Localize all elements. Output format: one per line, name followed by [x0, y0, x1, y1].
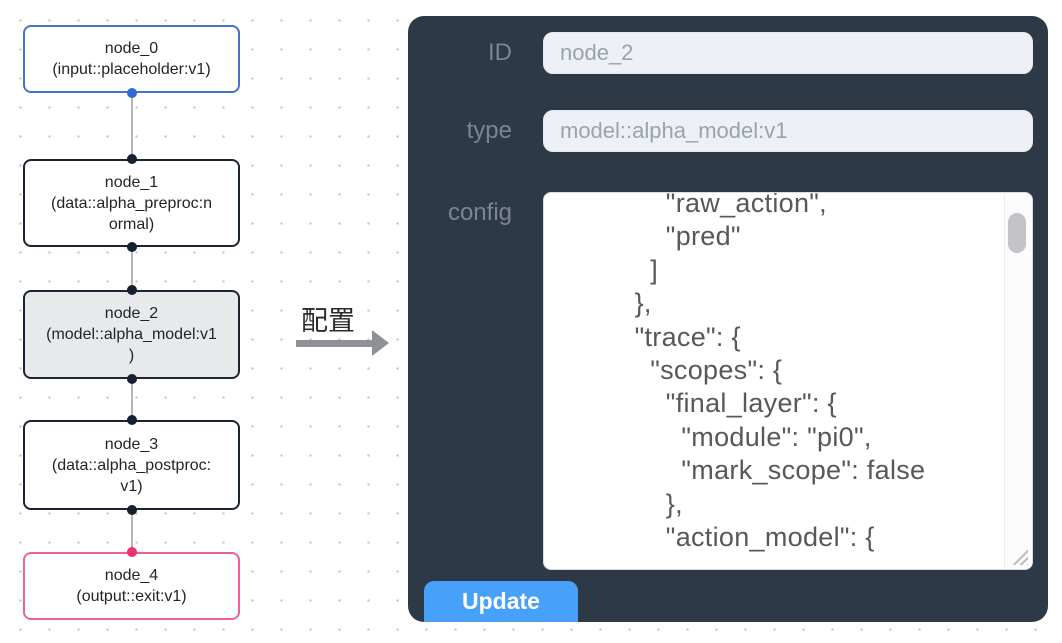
- node-title: node_4: [104, 567, 159, 584]
- edge-node1-node2: [130, 247, 133, 290]
- handle-node2-top[interactable]: [126, 285, 137, 295]
- transition-label: 配置: [301, 306, 355, 336]
- handle-node1-bottom[interactable]: [126, 242, 137, 252]
- node-type: (model::alpha_model:v1: [46, 326, 217, 343]
- config-field-label: config: [447, 199, 512, 226]
- type-input[interactable]: [543, 110, 1033, 152]
- edge-node3-node4: [130, 510, 133, 552]
- id-input[interactable]: [543, 32, 1033, 74]
- handle-node0-bottom[interactable]: [126, 88, 137, 98]
- node-type: (data::alpha_preproc:n: [51, 194, 212, 212]
- type-field-label: type: [466, 117, 512, 144]
- node-config-panel: ID type config "raw_action", "pred" ] },…: [408, 16, 1048, 622]
- id-field-label: ID: [488, 39, 512, 66]
- node-node_3[interactable]: node_3 (data::alpha_postproc: v1): [23, 420, 240, 510]
- config-textarea[interactable]: "raw_action", "pred" ] }, "trace": { "sc…: [543, 192, 1033, 570]
- edge-node0-node1: [130, 93, 133, 159]
- node-node_1[interactable]: node_1 (data::alpha_preproc:n ormal): [23, 159, 240, 247]
- node-title: node_3: [104, 435, 159, 453]
- handle-node3-top[interactable]: [126, 415, 137, 425]
- edge-node2-node3: [130, 379, 133, 420]
- node-type: (output::exit:v1): [76, 588, 187, 605]
- node-type: (data::alpha_postproc:: [51, 456, 212, 474]
- node-node_0[interactable]: node_0 (input::placeholder:v1): [23, 25, 240, 93]
- node-type: v1): [120, 477, 143, 495]
- node-title: node_1: [104, 173, 159, 191]
- update-button[interactable]: Update: [424, 581, 578, 622]
- node-node_2-selected[interactable]: node_2 (model::alpha_model:v1 ): [23, 290, 240, 379]
- config-scrollbar-thumb[interactable]: [1008, 213, 1026, 253]
- node-node_4[interactable]: node_4 (output::exit:v1): [23, 552, 240, 620]
- handle-node3-bottom[interactable]: [126, 505, 137, 515]
- config-json-text: "raw_action", "pred" ] }, "trace": { "sc…: [634, 192, 926, 553]
- config-scrollbar-track[interactable]: [1004, 194, 1031, 568]
- right-arrow-icon: [296, 340, 373, 347]
- handle-node2-bottom[interactable]: [126, 374, 137, 384]
- node-type: (input::placeholder:v1): [52, 61, 211, 78]
- node-title: node_0: [104, 40, 159, 57]
- handle-node4-top[interactable]: [126, 547, 137, 557]
- node-type: ormal): [108, 215, 155, 233]
- handle-node1-top[interactable]: [126, 154, 137, 164]
- node-type: ): [128, 347, 135, 364]
- node-title: node_2: [104, 305, 159, 322]
- right-arrow-head-icon: [372, 330, 389, 356]
